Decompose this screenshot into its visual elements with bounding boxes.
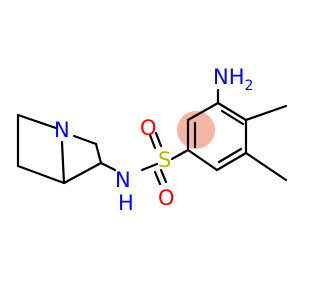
bond-s-o-bottom-a	[153, 170, 162, 186]
atom-ring-n: N	[54, 118, 70, 142]
bond-s-o-top-b	[154, 131, 163, 148]
bond-c5-c4	[61, 161, 66, 185]
substituent-bonds	[216, 88, 288, 182]
atom-amide-n: N	[115, 168, 131, 192]
benzene-ring	[186, 101, 248, 172]
atom-amide-h: H	[118, 191, 134, 215]
amine-nh-text: NH	[213, 65, 245, 89]
ring-c2-c3	[186, 101, 220, 122]
bond-c3-c4	[16, 164, 66, 185]
bond-c7-c4	[62, 161, 103, 185]
atom-sulfur: S	[158, 148, 171, 172]
atom-amine-n: NH2	[213, 65, 253, 94]
quinuclidine-bonds	[16, 113, 117, 185]
bond-n1-c5	[60, 140, 65, 165]
molecule-canvas: N N H S O O NH2	[16, 65, 288, 215]
ring-c5-c6	[215, 151, 248, 172]
bond-nh-s	[140, 162, 159, 172]
ring-double-2	[220, 109, 245, 126]
atom-oxygen-top: O	[140, 116, 157, 140]
bond-n1-c2	[16, 113, 58, 130]
bond-n1-c6	[72, 134, 98, 146]
bond-methyl-top	[244, 104, 288, 122]
atom-oxygen-bottom: O	[158, 186, 175, 210]
bond-s-o-bottom-b	[159, 168, 168, 184]
molecule-structure: N N H S O O NH2	[16, 65, 288, 215]
sulfonamide-bonds	[140, 131, 190, 186]
bond-s-o-top-a	[148, 133, 157, 150]
bond-s-ring	[170, 148, 190, 161]
bond-c6-c7	[94, 142, 103, 165]
bond-methyl-bottom	[244, 151, 288, 182]
ring-c6-c1	[186, 148, 219, 172]
ring-double-3	[217, 147, 243, 164]
bond-c7-nh	[99, 161, 117, 172]
amine-subscript: 2	[245, 78, 254, 94]
ring-c3-c4	[216, 101, 248, 122]
